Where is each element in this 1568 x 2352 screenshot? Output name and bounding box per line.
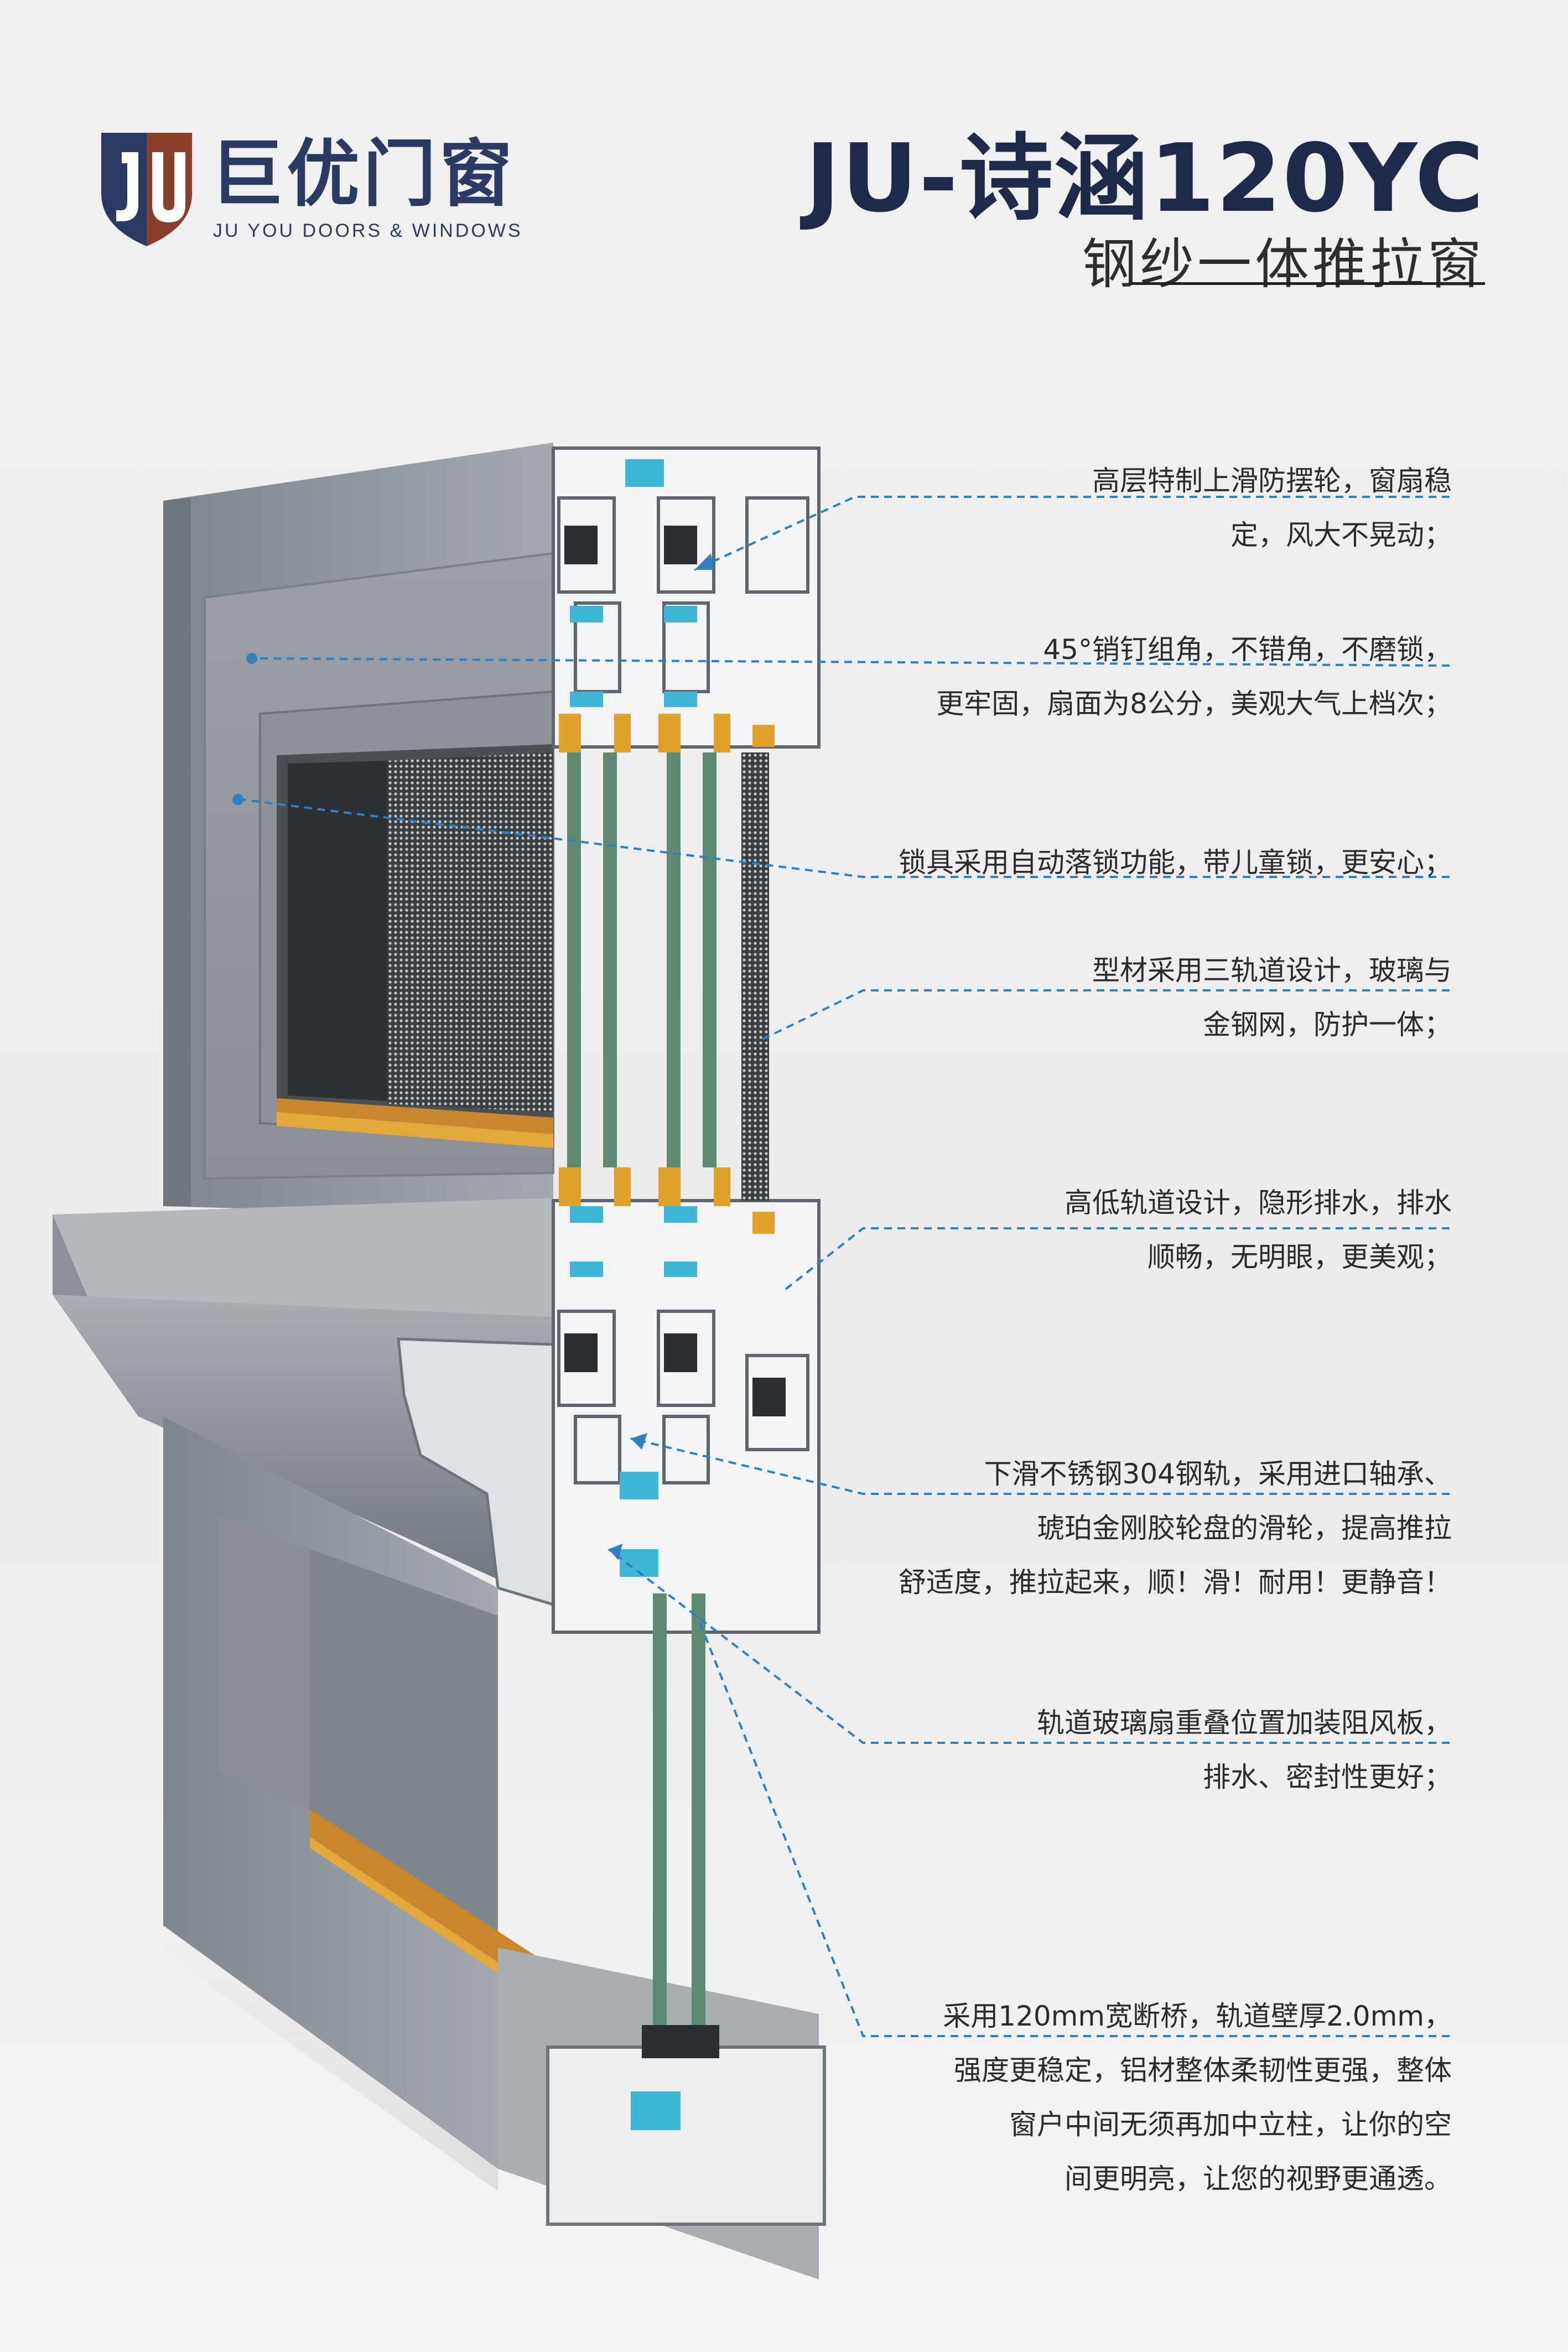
leader-lines: [240, 496, 1450, 2037]
feature-line: 轨道玻璃扇重叠位置加装阻风板，: [1037, 1707, 1452, 1739]
feature-line: 锁具采用自动落锁功能，带儿童锁，更安心；: [899, 847, 1452, 879]
product-title: JU-诗涵120YC 钢纱一体推拉窗: [805, 126, 1485, 298]
product-model: JU-诗涵120YC: [805, 124, 1485, 233]
feature-line: 下滑不锈钢304钢轨，采用进口轴承、: [984, 1458, 1452, 1490]
brand-name-en: JU YOU DOORS & WINDOWS: [213, 220, 523, 241]
brand-name-cn: 巨优门窗: [210, 132, 516, 217]
feature-line: 高层特制上滑防摆轮，窗扇稳: [1092, 465, 1452, 497]
leader-arrowheads: [232, 553, 714, 1560]
feature-drainage: 高低轨道设计，隐形排水，排水 顺畅，无明眼，更美观；: [1065, 1176, 1452, 1284]
feature-line: 强度更稳定，铝材整体柔韧性更强，整体: [954, 2054, 1452, 2086]
feature-wind-board: 轨道玻璃扇重叠位置加装阻风板， 排水、密封性更好；: [1037, 1696, 1452, 1804]
feature-line: 高低轨道设计，隐形排水，排水: [1065, 1187, 1452, 1219]
title-underline: [1131, 282, 1485, 285]
profile-cross-section: [552, 446, 821, 1634]
feature-thermal-break: 采用120mm宽断桥，轨道壁厚2.0mm， 强度更稳定，铝材整体柔韧性更强，整体…: [943, 1989, 1452, 2206]
window-sill: [53, 1198, 555, 1607]
feature-line: 定，风大不晃动；: [1230, 519, 1452, 551]
feature-line: 琥珀金刚胶轮盘的滑轮，提高推拉: [1037, 1512, 1452, 1544]
feature-line: 型材采用三轨道设计，玻璃与: [1092, 954, 1452, 987]
feature-corner-pins: 45°销钉组角，不错角，不磨锁， 更牢固，扇面为8公分，美观大气上档次；: [936, 622, 1452, 731]
upper-frame: [163, 443, 554, 1217]
feature-line: 舒适度，推拉起来，顺！滑！耐用！更静音！: [899, 1566, 1452, 1598]
feature-line: 采用120mm宽断桥，轨道壁厚2.0mm，: [943, 2000, 1452, 2032]
shield-logo-icon: [101, 133, 192, 246]
feature-upper-wheel: 高层特制上滑防摆轮，窗扇稳 定，风大不晃动；: [1092, 454, 1452, 562]
lower-frame: [163, 1416, 826, 2280]
feature-line: 顺畅，无明眼，更美观；: [1148, 1241, 1452, 1273]
feature-line: 金钢网，防护一体；: [1203, 1009, 1452, 1041]
feature-auto-lock: 锁具采用自动落锁功能，带儿童锁，更安心；: [899, 835, 1452, 890]
feature-line: 间更明亮，让您的视野更通透。: [1065, 2163, 1452, 2195]
product-type: 钢纱一体推拉窗: [1082, 233, 1485, 296]
glass-and-mesh: [567, 752, 769, 2058]
feature-line: 窗户中间无须再加中立柱，让你的空: [1009, 2109, 1452, 2141]
feature-three-track: 型材采用三轨道设计，玻璃与 金钢网，防护一体；: [1092, 943, 1452, 1052]
brand-logo: 巨优门窗 JU YOU DOORS & WINDOWS: [97, 127, 521, 249]
feature-line: 排水、密封性更好；: [1203, 1761, 1452, 1793]
feature-line: 更牢固，扇面为8公分，美观大气上档次；: [936, 688, 1452, 720]
feature-line: 45°销钉组角，不错角，不磨锁，: [1043, 634, 1452, 666]
feature-steel-rail: 下滑不锈钢304钢轨，采用进口轴承、 琥珀金刚胶轮盘的滑轮，提高推拉 舒适度，推…: [899, 1447, 1452, 1609]
